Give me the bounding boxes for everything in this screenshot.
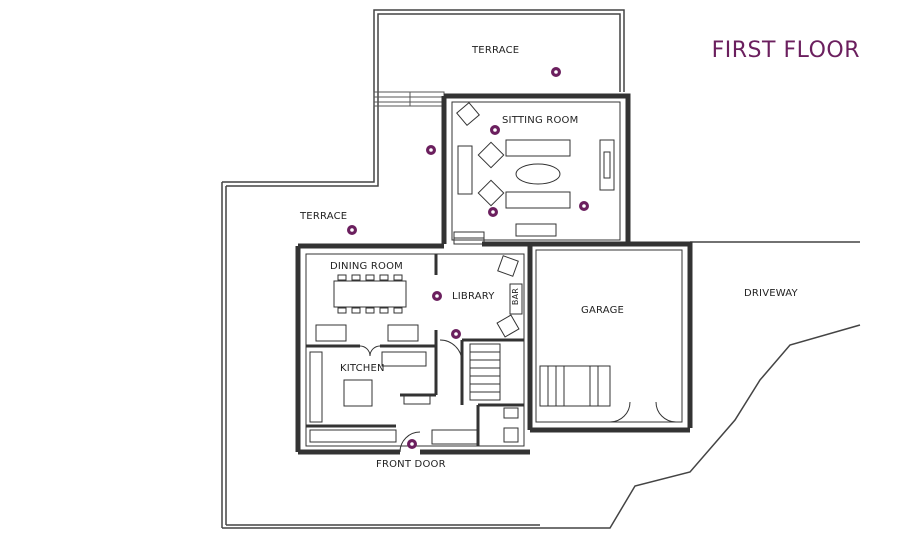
label-front-door: FRONT DOOR (376, 459, 446, 470)
door-swings (399, 339, 677, 453)
label-terrace-top: TERRACE (472, 45, 520, 56)
library-furniture (496, 255, 523, 338)
house-walls (295, 241, 693, 455)
sitting-room-walls (441, 93, 631, 244)
label-sitting-room: SITTING ROOM (502, 115, 579, 126)
plot-boundary (221, 9, 861, 529)
label-kitchen: KITCHEN (340, 363, 385, 374)
kitchen-units (309, 324, 427, 443)
label-terrace-left: TERRACE (300, 211, 348, 222)
label-bar: BAR (511, 288, 520, 306)
stairs (453, 231, 611, 407)
label-garage: GARAGE (581, 305, 625, 316)
viewpoint-marker-icon (347, 67, 589, 449)
sitting-room-furniture (456, 102, 615, 237)
dining-table (333, 274, 407, 314)
interior-partitions (306, 254, 524, 446)
floor-title: FIRST FLOOR (711, 38, 860, 63)
label-dining-room: DINING ROOM (330, 261, 404, 272)
wc-fixtures (403, 393, 519, 445)
label-library: LIBRARY (452, 291, 495, 302)
label-driveway: DRIVEWAY (744, 288, 798, 299)
terrace-steps (373, 91, 445, 107)
